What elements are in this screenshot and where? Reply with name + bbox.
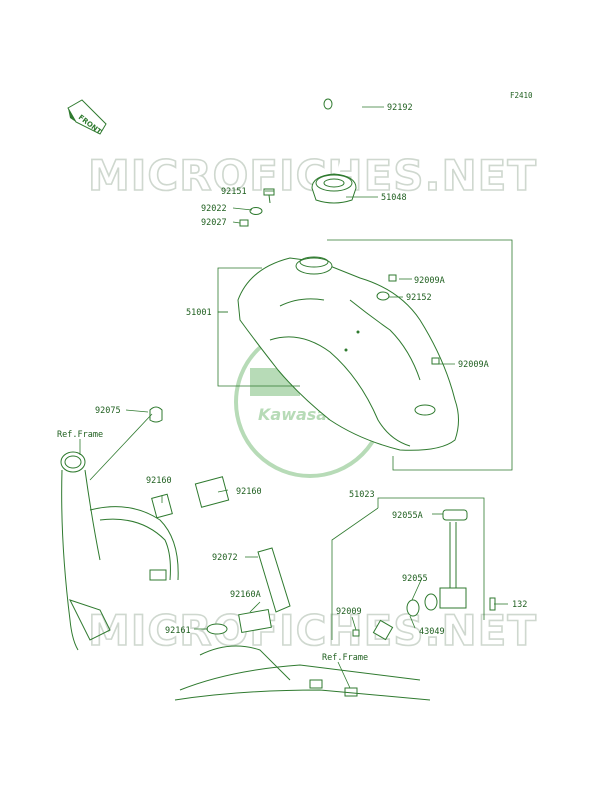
label-ref-frame-bottom: Ref.Frame [322,653,368,663]
label-92161: 92161 [165,626,191,636]
pad-92160a [238,608,272,634]
label-92055: 92055 [402,574,428,584]
label-92022: 92022 [201,204,227,214]
label-92151: 92151 [221,187,247,197]
bolt-92009 [352,629,360,637]
label-51023: 51023 [349,490,375,500]
label-92075: 92075 [95,406,121,416]
damper-92075 [149,406,163,423]
label-92072: 92072 [212,553,238,563]
fuel-valve [372,509,496,641]
label-43049: 43049 [419,627,445,637]
bolt-92009a-upper [388,274,397,282]
fuel-tank [237,256,459,451]
label-92055a: 92055A [392,511,423,521]
label-92027: 92027 [201,218,227,228]
cap-92161 [206,623,228,635]
bolt-92009a-lower [431,357,440,365]
label-92160-right: 92160 [236,487,262,497]
pad-92160-right [194,476,230,508]
frame [60,451,431,701]
label-92152: 92152 [406,293,432,303]
front-arrow-icon: FRONT [67,99,107,136]
figure-code: F2410 [510,91,533,100]
label-92009a-upper: 92009A [414,276,445,286]
label-51048: 51048 [381,193,407,203]
watermark-top: MICROFICHES.NET [88,151,537,200]
part-labels: 92192 92151 51048 92022 92027 92009A 921… [57,103,527,663]
label-ref-frame-top: Ref.Frame [57,430,103,440]
label-132: 132 [512,600,527,610]
washer-92022 [249,207,263,215]
pad-92160-left [151,493,173,519]
collar-92027 [239,219,249,227]
damper-92152 [376,291,390,301]
watermark-bottom: MICROFICHES.NET [88,606,537,655]
label-92009: 92009 [336,607,362,617]
label-92009a-lower: 92009A [458,360,489,370]
fuel-cap [311,173,357,204]
label-92160-left: 92160 [146,476,172,486]
label-92192: 92192 [387,103,413,113]
strap-92072 [257,547,291,613]
label-92160a: 92160A [230,590,261,600]
bolt-92151 [263,188,275,204]
label-51001: 51001 [186,308,212,318]
leader-lines [79,106,513,689]
